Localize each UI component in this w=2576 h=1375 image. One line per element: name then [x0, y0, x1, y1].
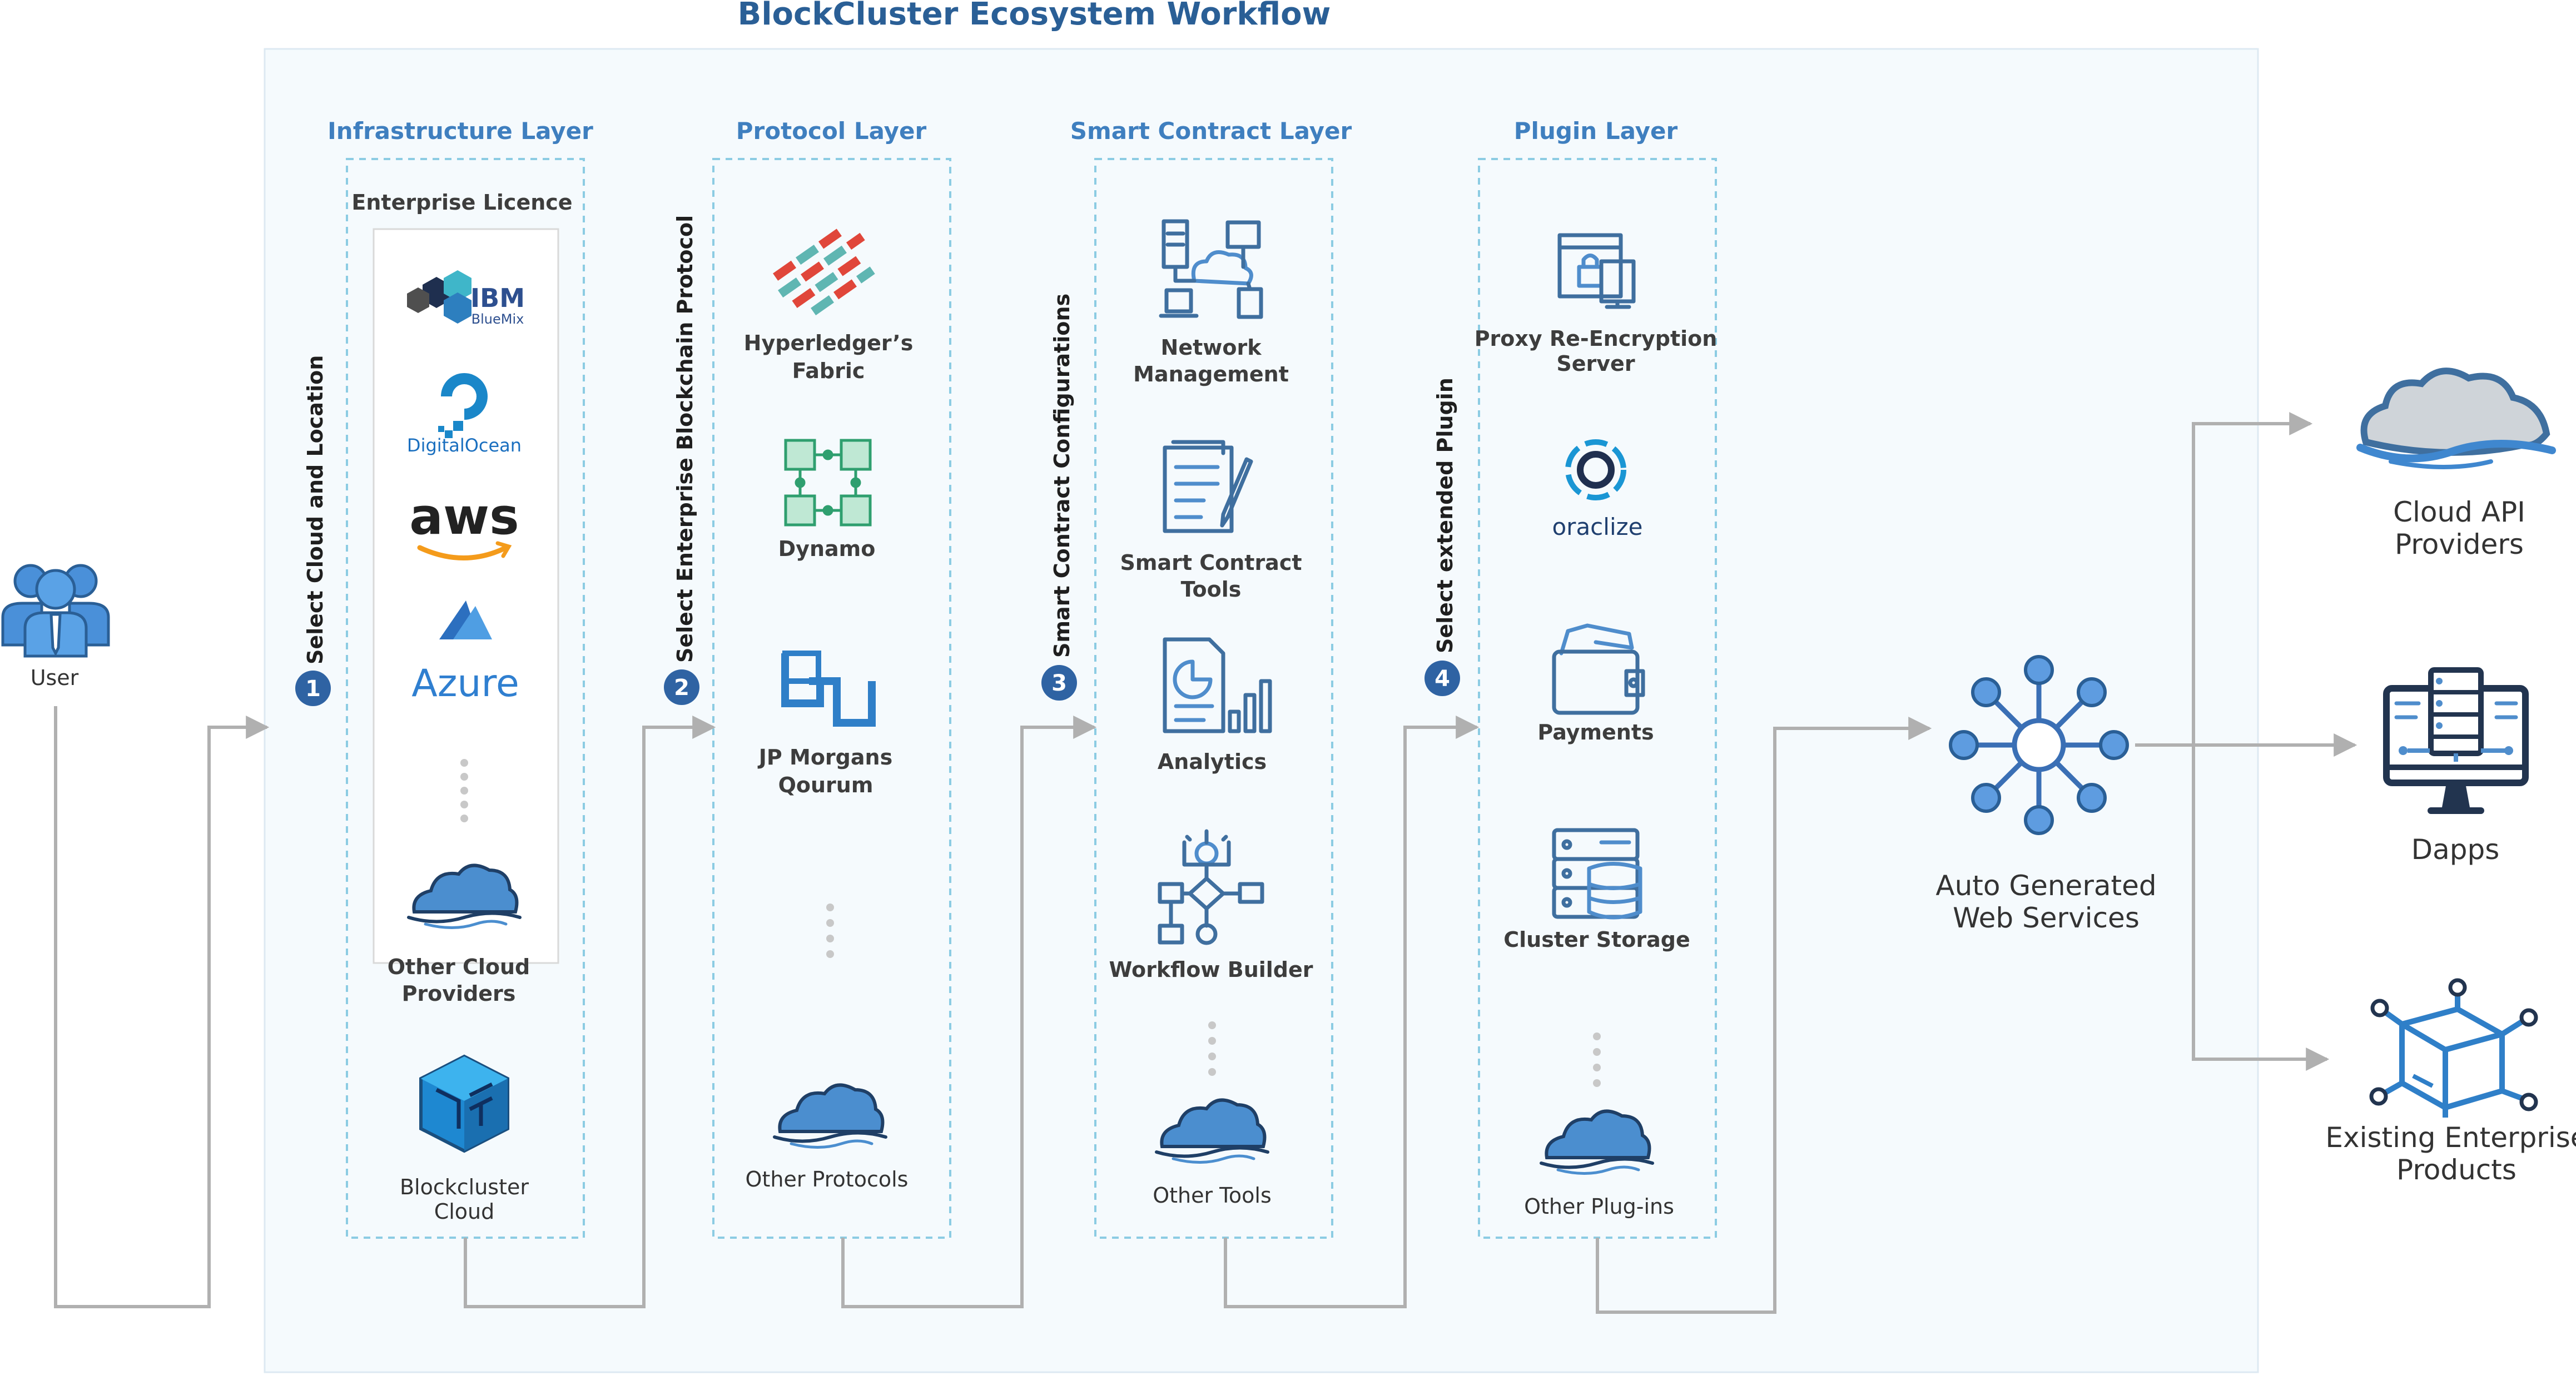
quorum-label-1: JP Morgans — [757, 745, 892, 770]
svg-text:oraclize: oraclize — [1552, 513, 1642, 540]
network-management-icon — [1159, 219, 1263, 319]
dapps-icon — [2383, 667, 2529, 814]
oraclize-logo: oraclize — [1552, 439, 1643, 540]
smart-contract-tools-label-1: Smart Contract — [1120, 550, 1302, 575]
payments-icon — [1552, 623, 1645, 715]
blockcluster-label-1: Blockcluster — [400, 1175, 529, 1199]
other-cloud-label-1: Other Cloud — [388, 955, 530, 979]
step-1-label: Select Cloud and Location — [303, 355, 327, 664]
step-1-badge — [295, 671, 331, 706]
blockcluster-label-2: Cloud — [434, 1199, 495, 1224]
smart-contract-tools-label-2: Tools — [1181, 577, 1242, 602]
protocol-more-dots — [826, 904, 834, 958]
svg-text:IBM: IBM — [470, 283, 525, 313]
infrastructure-more-dots — [460, 759, 468, 822]
analytics-label: Analytics — [1158, 749, 1267, 774]
workflow-builder-label: Workflow Builder — [1109, 957, 1313, 982]
enterprise-licence-box — [373, 228, 559, 964]
hyperledger-label-1: Hyperledger’s — [744, 331, 914, 355]
layer-title-plugin: Plugin Layer — [1514, 117, 1678, 145]
other-tools-label: Other Tools — [1153, 1183, 1272, 1208]
flow-smart-contract-to-plugin — [1224, 716, 1480, 1308]
smart-contract-layer-box — [1094, 158, 1333, 1239]
plugin-more-dots — [1593, 1033, 1601, 1087]
flow-infrastructure-to-protocol — [464, 716, 716, 1308]
step-3-number: 3 — [1051, 671, 1067, 696]
flow-plugin-to-web-services — [1596, 717, 1932, 1314]
protocol-layer-box — [712, 158, 951, 1239]
step-1-number: 1 — [305, 676, 321, 702]
workflow-builder-icon — [1158, 829, 1264, 945]
enterprise-label-1: Existing Enterprise — [2325, 1121, 2576, 1154]
cluster-storage-icon — [1552, 828, 1642, 920]
user-label: User — [31, 666, 79, 690]
step-4-badge — [1425, 661, 1460, 696]
quorum-logo — [781, 651, 876, 727]
network-management-label-1: Network — [1161, 335, 1262, 360]
proxy-server-icon — [1557, 233, 1636, 309]
web-services-label-1: Auto Generated — [1935, 870, 2156, 902]
payments-label: Payments — [1537, 720, 1654, 744]
cluster-storage-label: Cluster Storage — [1503, 927, 1690, 952]
proxy-server-label-2: Server — [1556, 351, 1635, 376]
cloud-api-icon — [2356, 368, 2556, 469]
hyperledger-fabric-logo — [773, 229, 875, 316]
svg-text:Azure: Azure — [411, 662, 519, 706]
flow-protocol-to-smart-contract — [841, 716, 1097, 1308]
ibm-bluemix-logo: IBM BlueMix — [407, 270, 525, 327]
svg-text:aws: aws — [409, 488, 519, 546]
analytics-icon — [1163, 637, 1272, 733]
step-2-badge — [664, 669, 699, 705]
enterprise-products-icon — [2369, 978, 2538, 1118]
aws-logo: aws — [409, 488, 519, 560]
diagram-title: BlockCluster Ecosystem Workflow — [738, 0, 1331, 32]
step-4-label: Select extended Plugin — [1433, 378, 1457, 653]
smart-contract-tools-icon — [1163, 440, 1253, 533]
quorum-label-2: Qourum — [778, 773, 873, 797]
enterprise-label-2: Products — [2396, 1154, 2517, 1186]
step-3-badge — [1041, 665, 1077, 701]
other-protocols-label: Other Protocols — [746, 1167, 909, 1192]
dapps-label: Dapps — [2411, 833, 2500, 866]
layer-title-protocol: Protocol Layer — [736, 117, 927, 145]
step-2-label: Select Enterprise Blockchain Protocol — [673, 215, 697, 663]
blockcluster-cloud-logo — [419, 1054, 509, 1153]
dynamo-label: Dynamo — [778, 537, 876, 561]
user-icon — [1, 564, 110, 658]
web-services-label-2: Web Services — [1953, 902, 2140, 934]
other-plugins-label: Other Plug-ins — [1524, 1194, 1674, 1219]
step-4-number: 4 — [1435, 666, 1450, 692]
enterprise-licence-label: Enterprise Licence — [351, 190, 572, 215]
cloud-api-label-2: Providers — [2395, 528, 2524, 560]
web-services-icon — [1949, 655, 2129, 835]
network-management-label-2: Management — [1133, 362, 1289, 386]
dynamo-icon — [784, 439, 872, 527]
cloud-api-label-1: Cloud API — [2393, 496, 2525, 528]
step-3-label: Smart Contract Configurations — [1050, 294, 1074, 658]
layer-title-smart-contract: Smart Contract Layer — [1070, 117, 1352, 145]
layer-title-infrastructure: Infrastructure Layer — [327, 117, 593, 145]
other-cloud-label-2: Providers — [402, 981, 516, 1006]
svg-text:BlueMix: BlueMix — [471, 311, 524, 327]
hyperledger-label-2: Fabric — [792, 359, 865, 383]
flow-to-enterprise — [2192, 745, 2330, 1071]
digitalocean-logo: DigitalOcean — [407, 373, 522, 456]
smart-contract-more-dots — [1208, 1021, 1216, 1076]
flow-user-to-infrastructure — [54, 706, 270, 1308]
flow-to-cloud-api — [2192, 412, 2313, 745]
svg-text:DigitalOcean: DigitalOcean — [407, 435, 522, 456]
step-2-number: 2 — [674, 675, 689, 701]
proxy-server-label-1: Proxy Re-Encryption — [1475, 326, 1718, 351]
azure-logo: Azure — [411, 600, 519, 706]
